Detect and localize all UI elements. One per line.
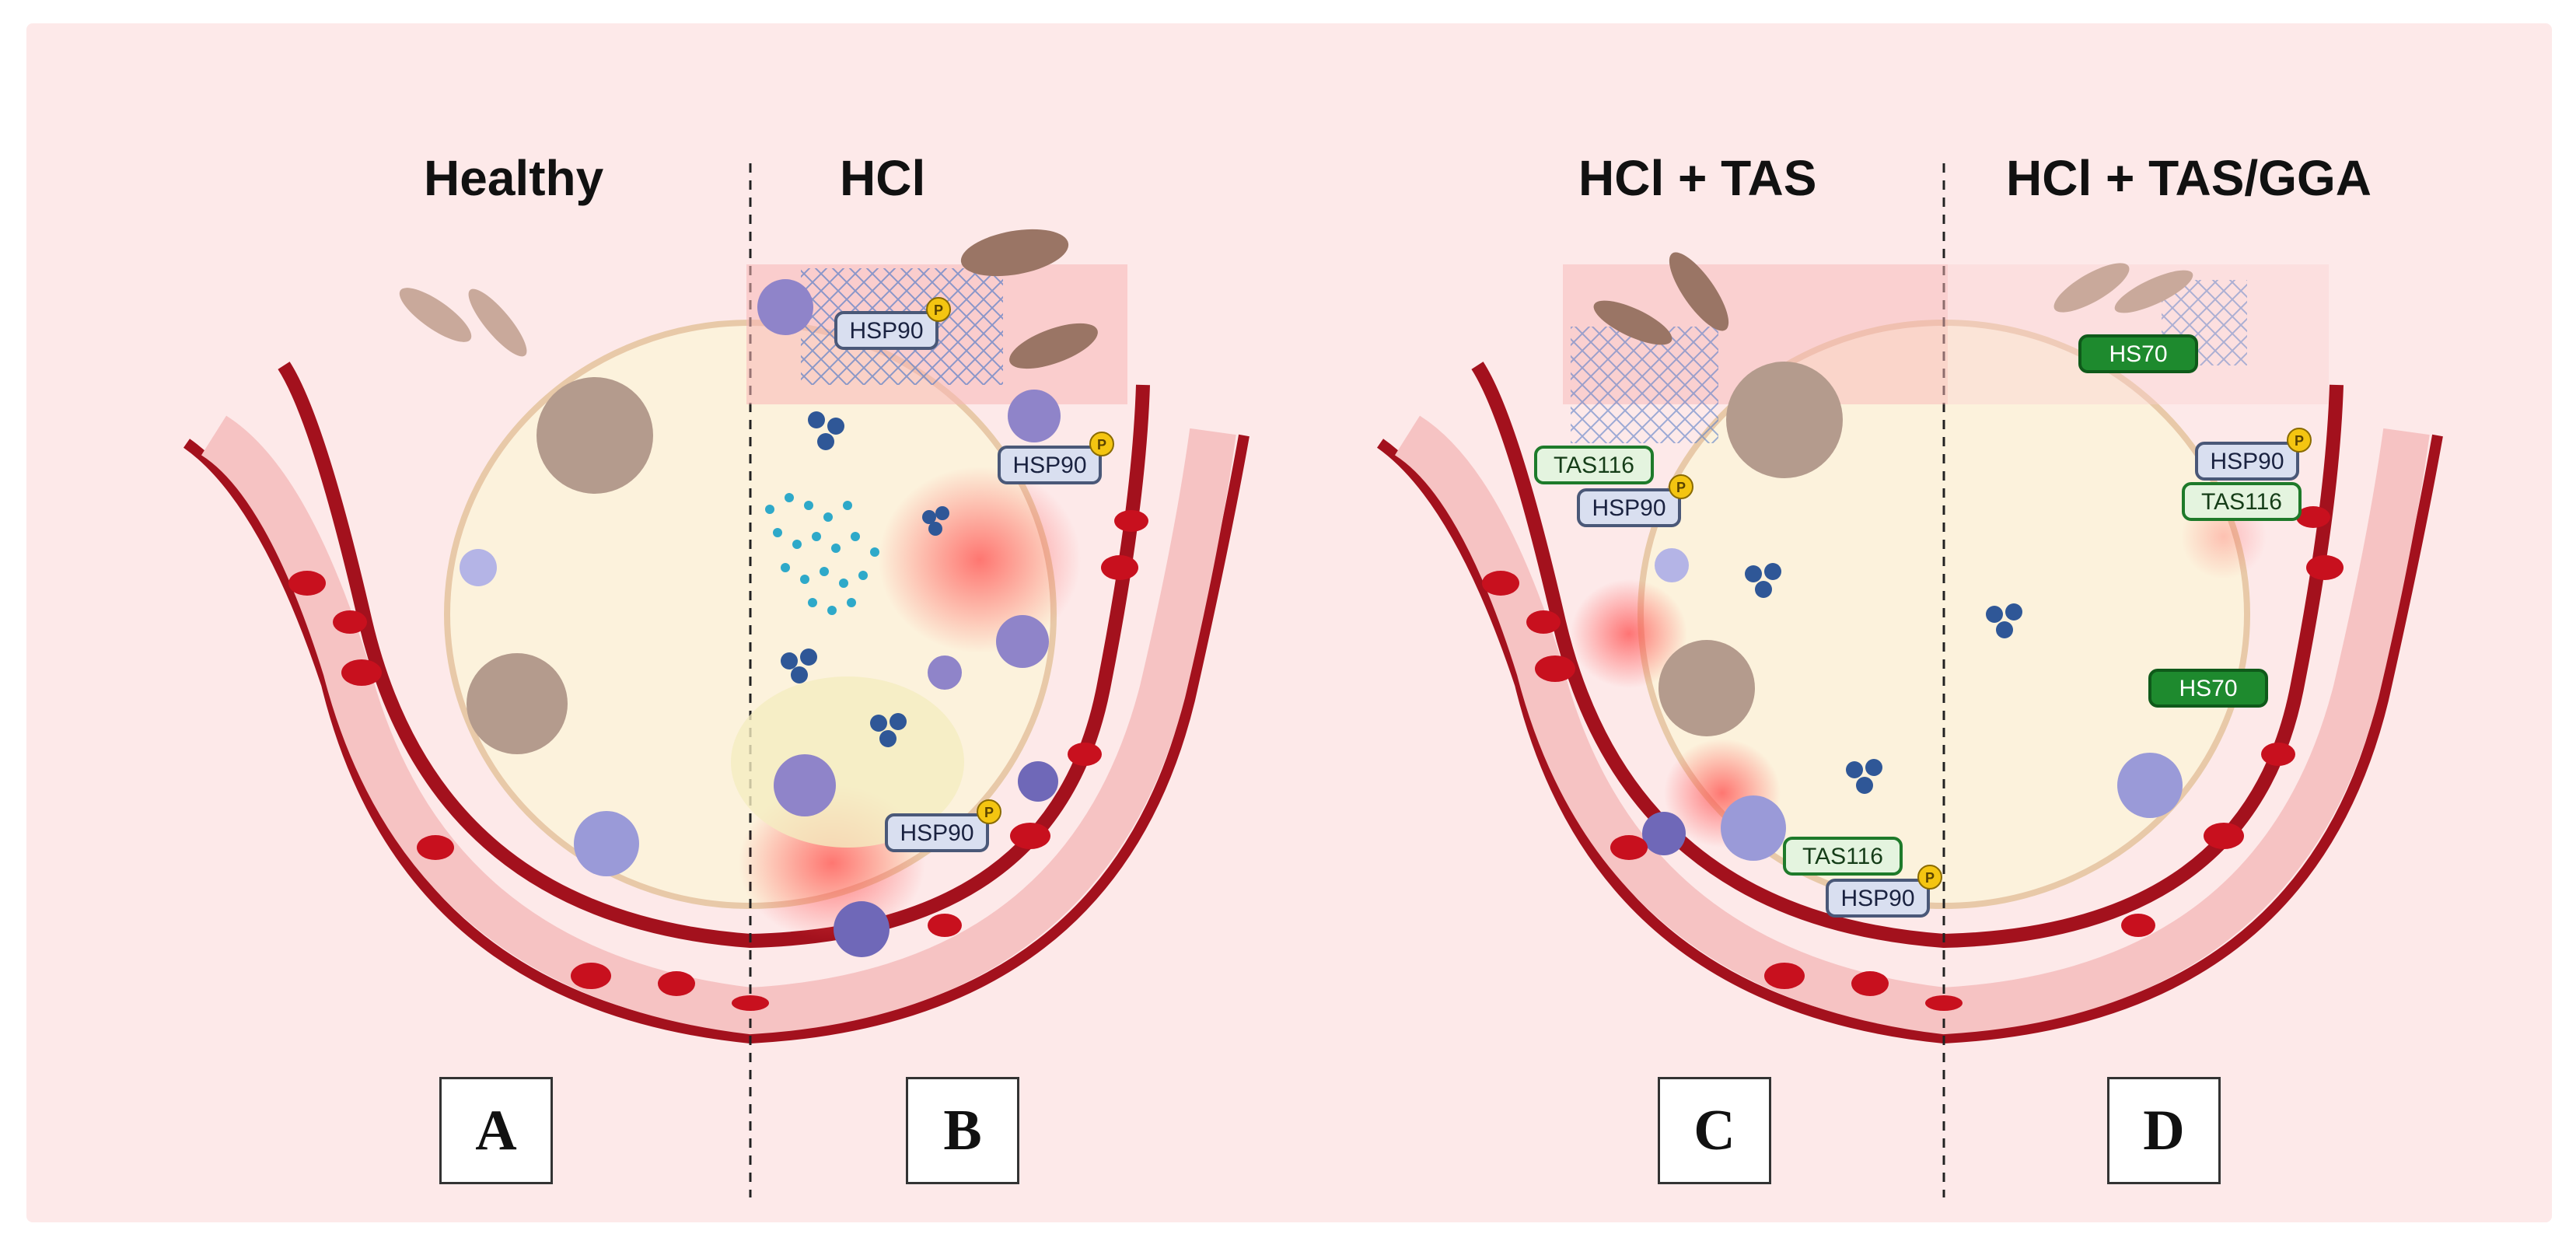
neutrophil-icon — [996, 615, 1049, 668]
fibroblast-icon — [1669, 252, 1729, 331]
macrophage-icon — [1658, 640, 1755, 736]
phospho-badge-icon — [977, 799, 1001, 824]
hsp90-label: HSP90 P — [2195, 428, 2312, 481]
phospho-badge-text: P — [2295, 433, 2304, 449]
cytokine-cluster — [765, 493, 879, 615]
panel-label-d: D — [2107, 1077, 2221, 1184]
hs70-label: HS70 — [2078, 334, 2198, 373]
panel-label-b: B — [906, 1077, 1019, 1184]
fibroblast-icon — [960, 229, 1069, 277]
tas116-text: TAS116 — [1554, 453, 1634, 478]
hsp90-text: HSP90 — [1840, 886, 1914, 911]
protein-dots — [781, 411, 949, 747]
tas116-label: TAS116 — [1783, 837, 1903, 876]
fibroblast-icon — [1593, 300, 1672, 345]
neutrophil-icon — [928, 655, 962, 690]
protein-dots — [1745, 563, 2022, 794]
neutrophil-icon — [2117, 753, 2183, 818]
hsp90-text: HSP90 — [1592, 495, 1665, 521]
fibroblast-icon — [468, 288, 527, 357]
phospho-badge-icon — [2287, 428, 2312, 453]
inflammation-glow-b1 — [879, 467, 1081, 653]
hsp90-text: HSP90 — [1012, 453, 1086, 478]
hsp90-text: HSP90 — [2210, 449, 2284, 474]
neutrophil-icon — [574, 811, 639, 876]
monocyte-icon — [1018, 761, 1058, 802]
monocyte-icon — [834, 901, 890, 957]
red-blood-cells-left — [288, 510, 1148, 1011]
hsp90-label: HSP90 P — [998, 432, 1114, 484]
tas116-label: TAS116 — [2182, 482, 2302, 521]
fibroblast-icon — [399, 288, 472, 342]
tas116-label: TAS116 — [1534, 446, 1654, 484]
panel-title-hcl: HCl — [840, 150, 926, 206]
panel-label-a: A — [439, 1077, 553, 1184]
phospho-badge-icon — [926, 297, 951, 322]
fibroblast-icon — [1009, 323, 1098, 369]
panel-title-healthy: Healthy — [424, 150, 604, 206]
neutrophil-icon — [1721, 795, 1786, 861]
hsp90-label: HSP90 P — [1826, 865, 1942, 918]
neutrophil-icon — [757, 279, 813, 335]
lymphocyte-icon — [1655, 548, 1689, 582]
phospho-badge-text: P — [1925, 870, 1935, 886]
phospho-badge-text: P — [934, 302, 943, 318]
hs70-text: HS70 — [2109, 341, 2167, 367]
hsp90-label: HSP90 P — [885, 799, 1001, 852]
tas116-text: TAS116 — [1802, 844, 1883, 869]
macrophage-icon — [1726, 362, 1843, 478]
red-blood-cells-right — [1482, 506, 2344, 1011]
macrophage-icon — [537, 377, 653, 494]
alveolus-right — [1376, 163, 2443, 1197]
fibroblast-icon — [2114, 270, 2193, 313]
macrophage-icon — [467, 653, 568, 754]
neutrophil-icon — [1008, 390, 1061, 442]
hsp90-label: HSP90 P — [1577, 474, 1693, 527]
hsp90-text: HSP90 — [900, 820, 973, 846]
protein-labels: HSP90PHSP90PHSP90PTAS116HSP90PTAS116HSP9… — [834, 297, 2312, 918]
monocyte-icon — [1642, 812, 1686, 855]
panel-title-hcl-tas-gga: HCl + TAS/GGA — [2006, 150, 2372, 206]
phospho-badge-text: P — [984, 805, 994, 820]
neutrophil-icon — [774, 754, 836, 816]
phospho-badge-text: P — [1097, 437, 1106, 453]
tas116-text: TAS116 — [2201, 489, 2282, 515]
hs70-text: HS70 — [2179, 676, 2237, 701]
hs70-label: HS70 — [2148, 669, 2268, 708]
phospho-badge-icon — [1917, 865, 1942, 890]
phospho-badge-icon — [1089, 432, 1114, 456]
hsp90-label: HSP90 P — [834, 297, 951, 350]
panel-title-hcl-tas: HCl + TAS — [1578, 150, 1817, 206]
lymphocyte-icon — [460, 549, 497, 586]
fibroblast-icon — [2053, 263, 2130, 313]
inflammation-glow-c1 — [1571, 579, 1687, 688]
hsp90-text: HSP90 — [849, 318, 923, 344]
panel-label-c: C — [1658, 1077, 1771, 1184]
phospho-badge-icon — [1669, 474, 1693, 499]
fibrin-mesh-c — [1571, 327, 1718, 443]
phospho-badge-text: P — [1676, 480, 1686, 495]
